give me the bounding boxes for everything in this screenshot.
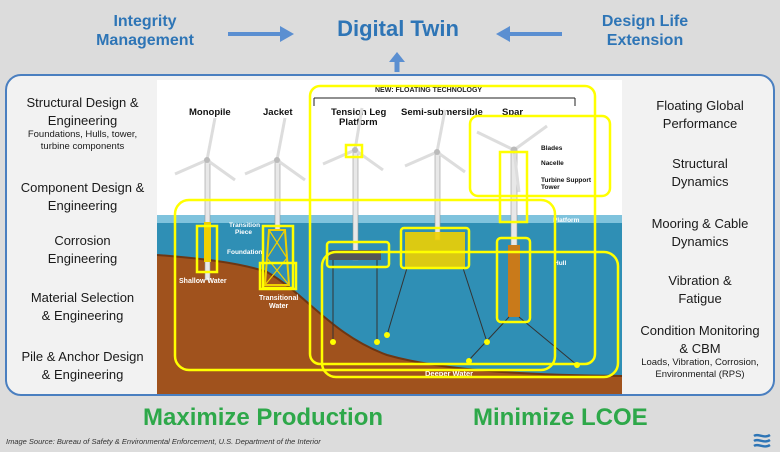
company-logo-icon <box>753 433 771 448</box>
left-item-title: Structural Design & Engineering <box>26 95 139 128</box>
right-item-title: Structural Dynamics <box>671 156 729 189</box>
label-transitional-water-line1: Transitional <box>259 295 298 302</box>
anchor-point <box>484 339 490 345</box>
label-turbine-support-tower-line2: Tower <box>541 184 560 191</box>
right-item-vibration-fatigue: Vibration & Fatigue <box>625 272 775 307</box>
label-shallow-water: Shallow Water <box>179 278 227 285</box>
anchor-point <box>330 339 336 345</box>
right-item-floating-global: Floating Global Performance <box>625 97 775 132</box>
floating-technology-banner: NEW: FLOATING TECHNOLOGY <box>375 87 482 94</box>
left-item-pile-anchor: Pile & Anchor Design & Engineering <box>10 348 155 383</box>
maximize-production-label: Maximize Production <box>143 404 384 431</box>
left-item-title: Corrosion Engineering <box>47 233 118 266</box>
turbine-semi-submersible <box>386 109 488 343</box>
turbine-tlp <box>322 107 384 342</box>
right-item-condition-monitoring: Condition Monitoring & CBM Loads, Vibrat… <box>625 322 775 382</box>
left-item-structural-design: Structural Design & Engineering Foundati… <box>10 94 155 154</box>
right-item-title: Mooring & Cable Dynamics <box>651 216 749 249</box>
left-item-corrosion: Corrosion Engineering <box>10 232 155 267</box>
turbine-monopile <box>174 117 236 281</box>
highlight-box-tlp-platform <box>325 240 391 269</box>
anchor-point <box>384 332 390 338</box>
label-transition-piece: Transition Piece <box>229 222 262 236</box>
label-deeper-water: Deeper Water <box>425 369 473 378</box>
anchor-point <box>466 358 472 364</box>
label-transition-piece-line1: Transition <box>229 222 260 229</box>
left-item-material-selection: Material Selection & Engineering <box>10 289 155 324</box>
right-item-title: Condition Monitoring & CBM <box>640 323 760 356</box>
label-turbine-support-tower: Turbine Support Tower <box>541 177 593 191</box>
right-item-structural-dynamics: Structural Dynamics <box>625 155 775 190</box>
type-label-jacket: Jacket <box>263 107 293 118</box>
highlight-box-tlp-nacelle <box>344 143 364 159</box>
label-turbine-support-tower-line1: Turbine Support <box>541 177 592 184</box>
type-label-tlp-line1: Tension Leg <box>331 107 386 118</box>
turbine-spar <box>468 124 578 366</box>
turbine-jacket <box>244 117 306 286</box>
highlight-box-spar-tower <box>498 150 529 224</box>
label-transitional-water-line2: Water <box>269 303 288 310</box>
type-label-semi-submersible: Semi-submersible <box>401 107 483 118</box>
anchor-point <box>374 339 380 345</box>
image-source-note: Image Source: Bureau of Safety & Environ… <box>6 437 321 446</box>
highlight-box-spar-turbine <box>468 114 612 198</box>
highlight-box-spar-hull <box>495 236 532 324</box>
label-transitional-water: Transitional Water <box>259 295 300 310</box>
right-item-title: Vibration & Fatigue <box>668 273 732 306</box>
right-item-subtitle: Loads, Vibration, Corrosion, Environment… <box>641 357 759 381</box>
highlight-box-all-foundations <box>173 198 557 372</box>
label-nacelle: Nacelle <box>541 160 564 167</box>
left-item-title: Pile & Anchor Design & Engineering <box>21 349 144 382</box>
label-hull: Hull <box>554 260 566 267</box>
left-item-subtitle: Foundations, Hulls, tower, turbine compo… <box>27 129 138 153</box>
label-foundation: Foundation <box>227 249 262 256</box>
left-item-component-design: Component Design & Engineering <box>10 179 155 214</box>
anchor-point <box>574 362 580 368</box>
highlight-box-semi-platform <box>399 226 471 270</box>
digital-twin-title: Digital Twin <box>337 16 459 41</box>
type-label-monopile: Monopile <box>189 107 231 118</box>
arrow-right-icon <box>228 26 294 42</box>
highlight-box-jacket-base <box>258 261 298 291</box>
type-label-spar: Spar <box>502 107 523 118</box>
left-item-title: Component Design & Engineering <box>20 180 145 213</box>
arrow-left-icon <box>496 26 562 42</box>
anchor-points <box>330 332 580 368</box>
right-item-title: Floating Global Performance <box>656 98 744 131</box>
highlight-box-monopile-transition <box>195 224 219 274</box>
arrow-up-icon <box>389 52 405 72</box>
highlight-box-floating <box>308 84 597 366</box>
label-transition-piece-line2: Piece <box>235 229 252 236</box>
left-item-title: Material Selection & Engineering <box>30 290 135 323</box>
minimize-lcoe-label: Minimize LCOE <box>473 404 648 431</box>
label-blades: Blades <box>541 145 563 152</box>
offshore-wind-illustration: NEW: FLOATING TECHNOLOGY Monopile Jacket… <box>157 80 622 394</box>
label-platform: Platform <box>553 217 580 224</box>
highlight-boxes <box>173 84 620 379</box>
right-item-mooring-cable: Mooring & Cable Dynamics <box>625 215 775 250</box>
